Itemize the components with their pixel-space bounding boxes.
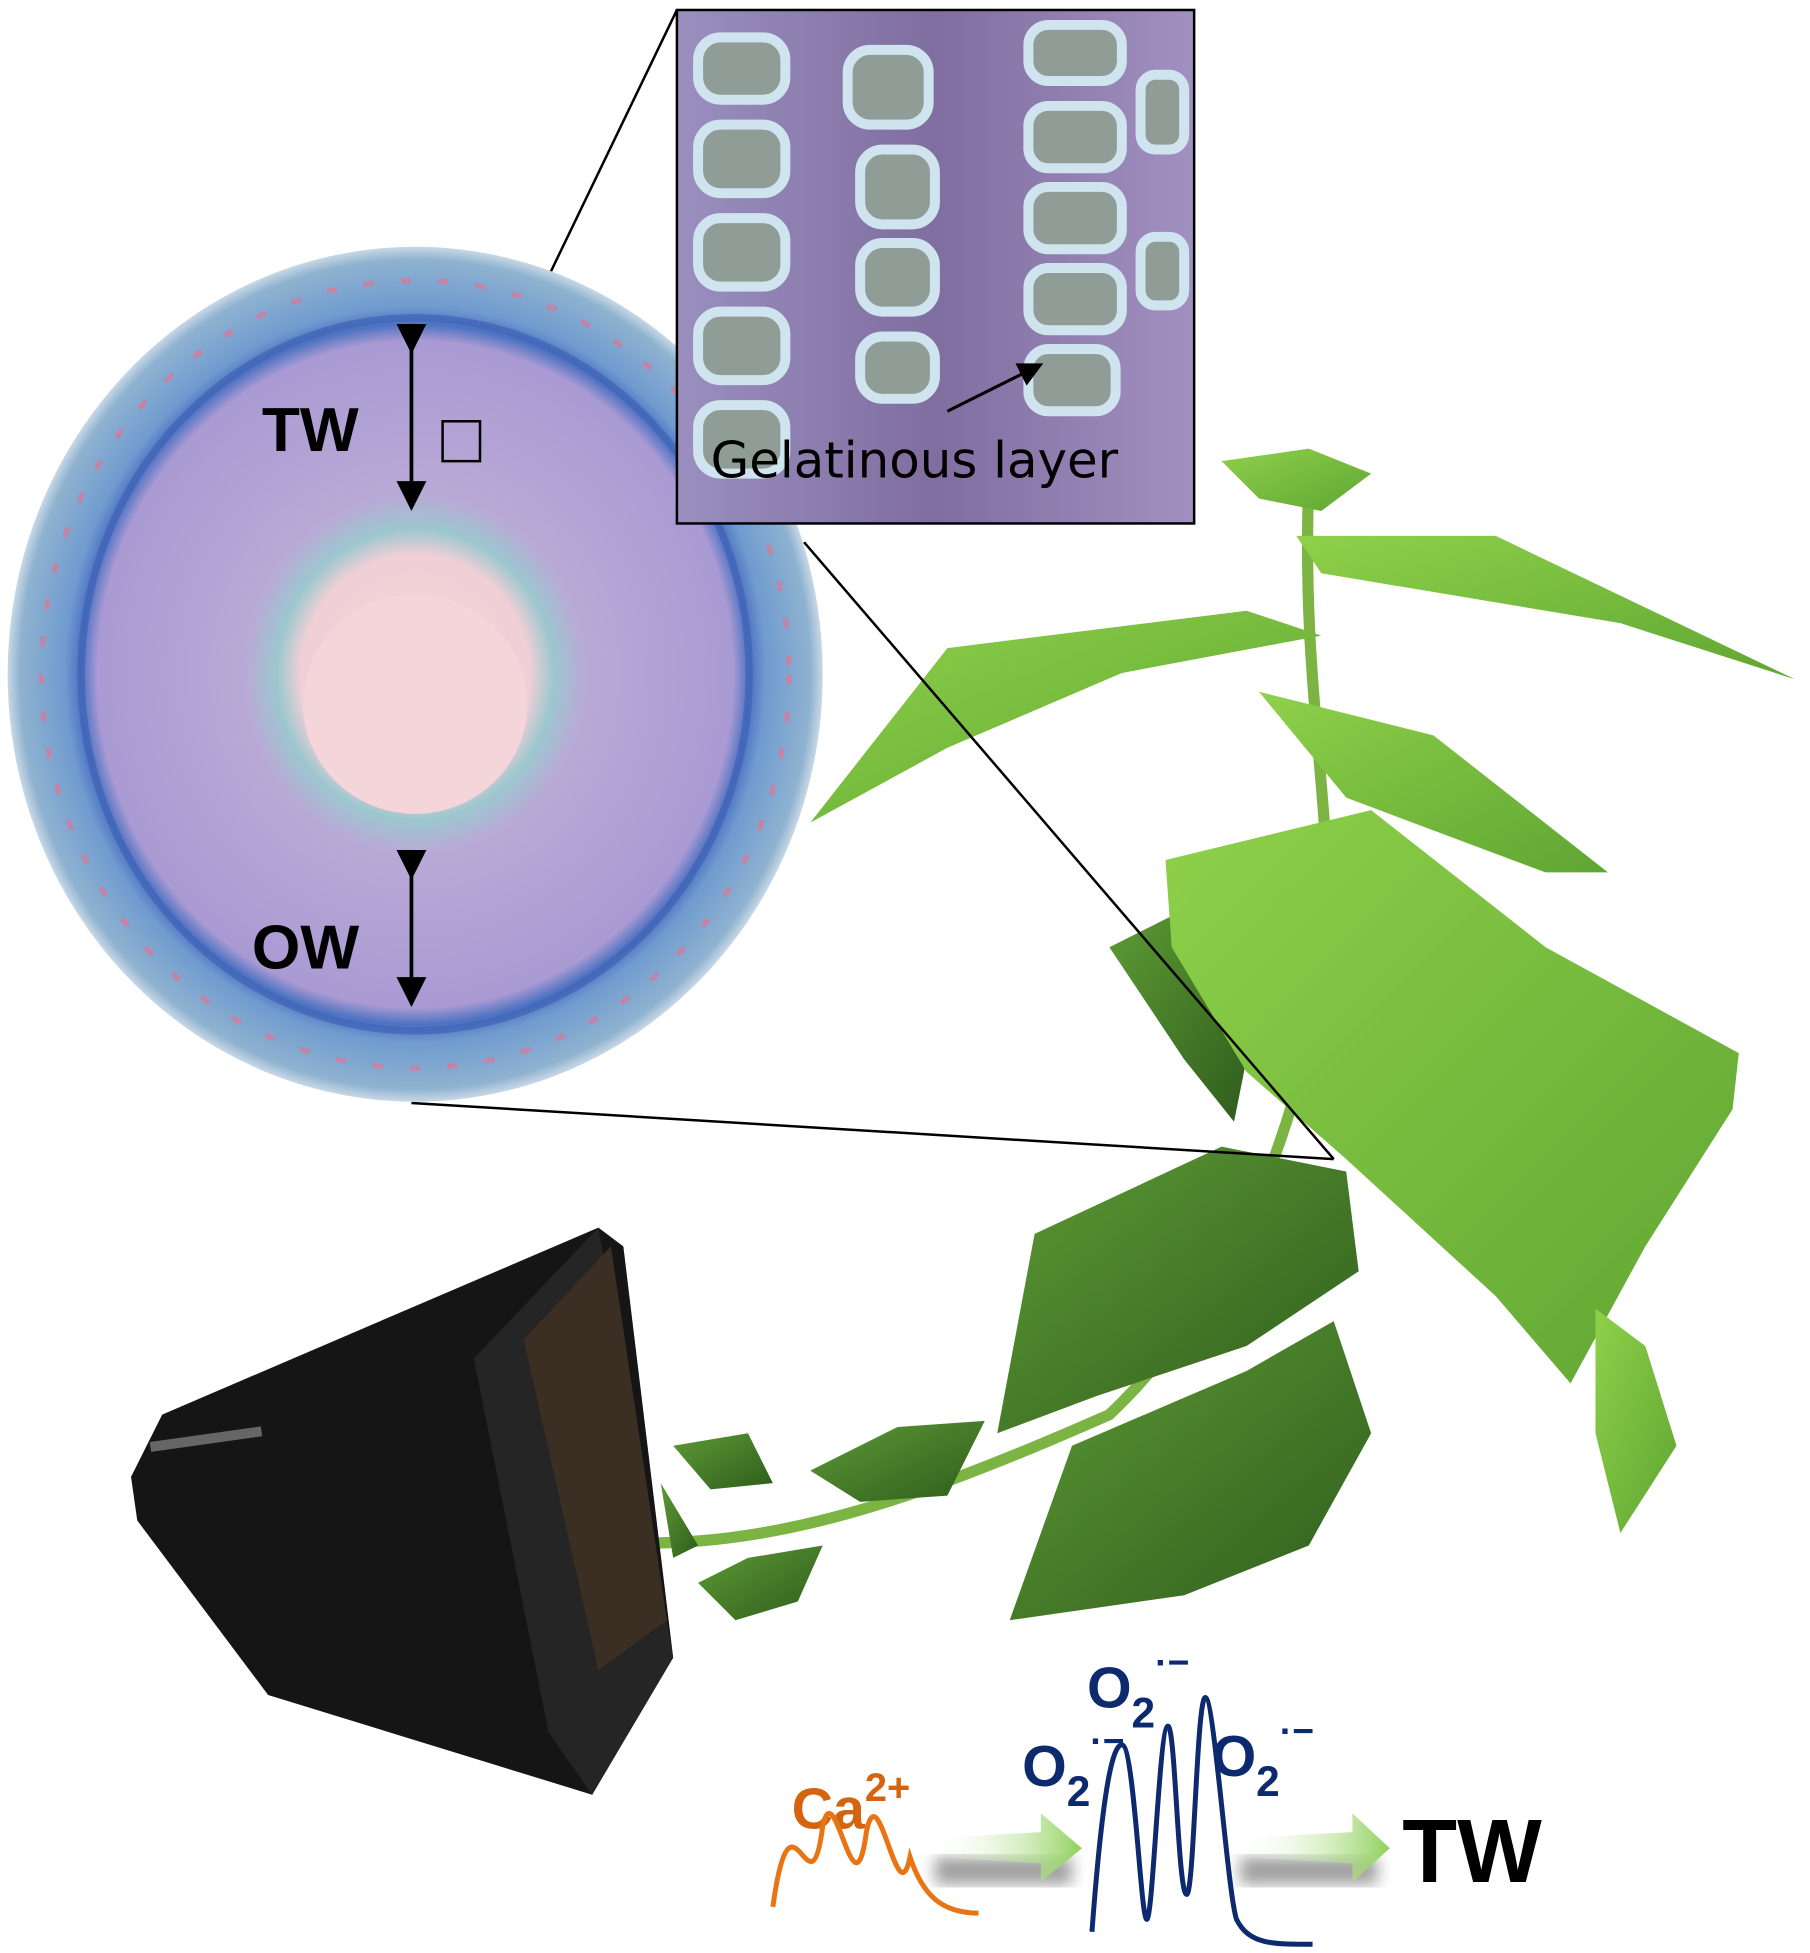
leaf [1221,448,1372,511]
calcium-label: Ca2+ [792,1766,911,1841]
leaf [1009,1321,1372,1621]
leaf [1258,691,1608,873]
poplar-plant [572,448,1795,1621]
pathway-arrow [928,1813,1082,1885]
leaf [810,1420,985,1502]
opposite-wood-label: OW [252,913,359,982]
leaf [997,1146,1359,1434]
calcium-oscillation-wave [770,1810,979,1916]
leaf [673,1433,773,1490]
tension-wood-label: TW [262,396,359,465]
superoxide-label-left: O2·− [1022,1720,1124,1815]
gelatinous-layer-arrow [946,363,1044,413]
pathway-arrow [1234,1813,1390,1885]
stem-cross-section: TW OW [7,246,823,1102]
magnified-region-box [441,420,482,463]
leaf [1109,916,1247,1122]
leaf [1296,535,1795,680]
gelatinous-layer-inset: Gelatinous layer [675,8,1196,525]
signaling-pathway: Ca2+ O2·− O2·− O2·− TW [770,1641,1542,1947]
leaf [1165,810,1739,1384]
tension-wood-outcome-label: TW [1402,1802,1542,1902]
plant-pot [131,1227,674,1795]
leaf [698,1545,823,1621]
superoxide-label-top: O2·− [1087,1641,1189,1736]
superoxide-label-right: O2·− [1212,1710,1314,1805]
leaf [660,1483,699,1558]
superoxide-burst-wave [1089,1695,1313,1947]
gelatinous-layer-label: Gelatinous layer [711,431,1119,489]
leaf [810,610,1322,823]
leaf [1595,1308,1677,1533]
